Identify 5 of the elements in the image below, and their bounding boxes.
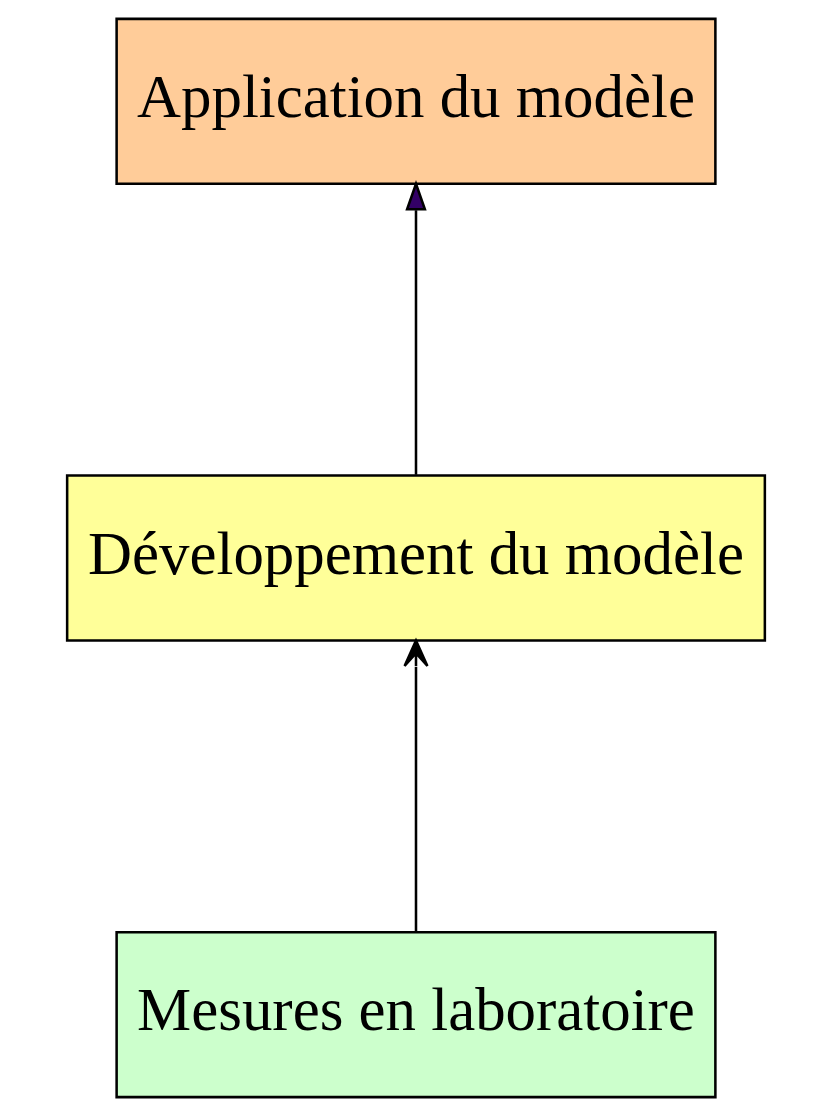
node-box: Développement du modèle: [65, 474, 767, 642]
arrow: [403, 639, 429, 932]
node-box: Mesures en laboratoire: [115, 930, 717, 1099]
arrow: [405, 180, 427, 475]
node-box: Application du modèle: [115, 17, 717, 186]
